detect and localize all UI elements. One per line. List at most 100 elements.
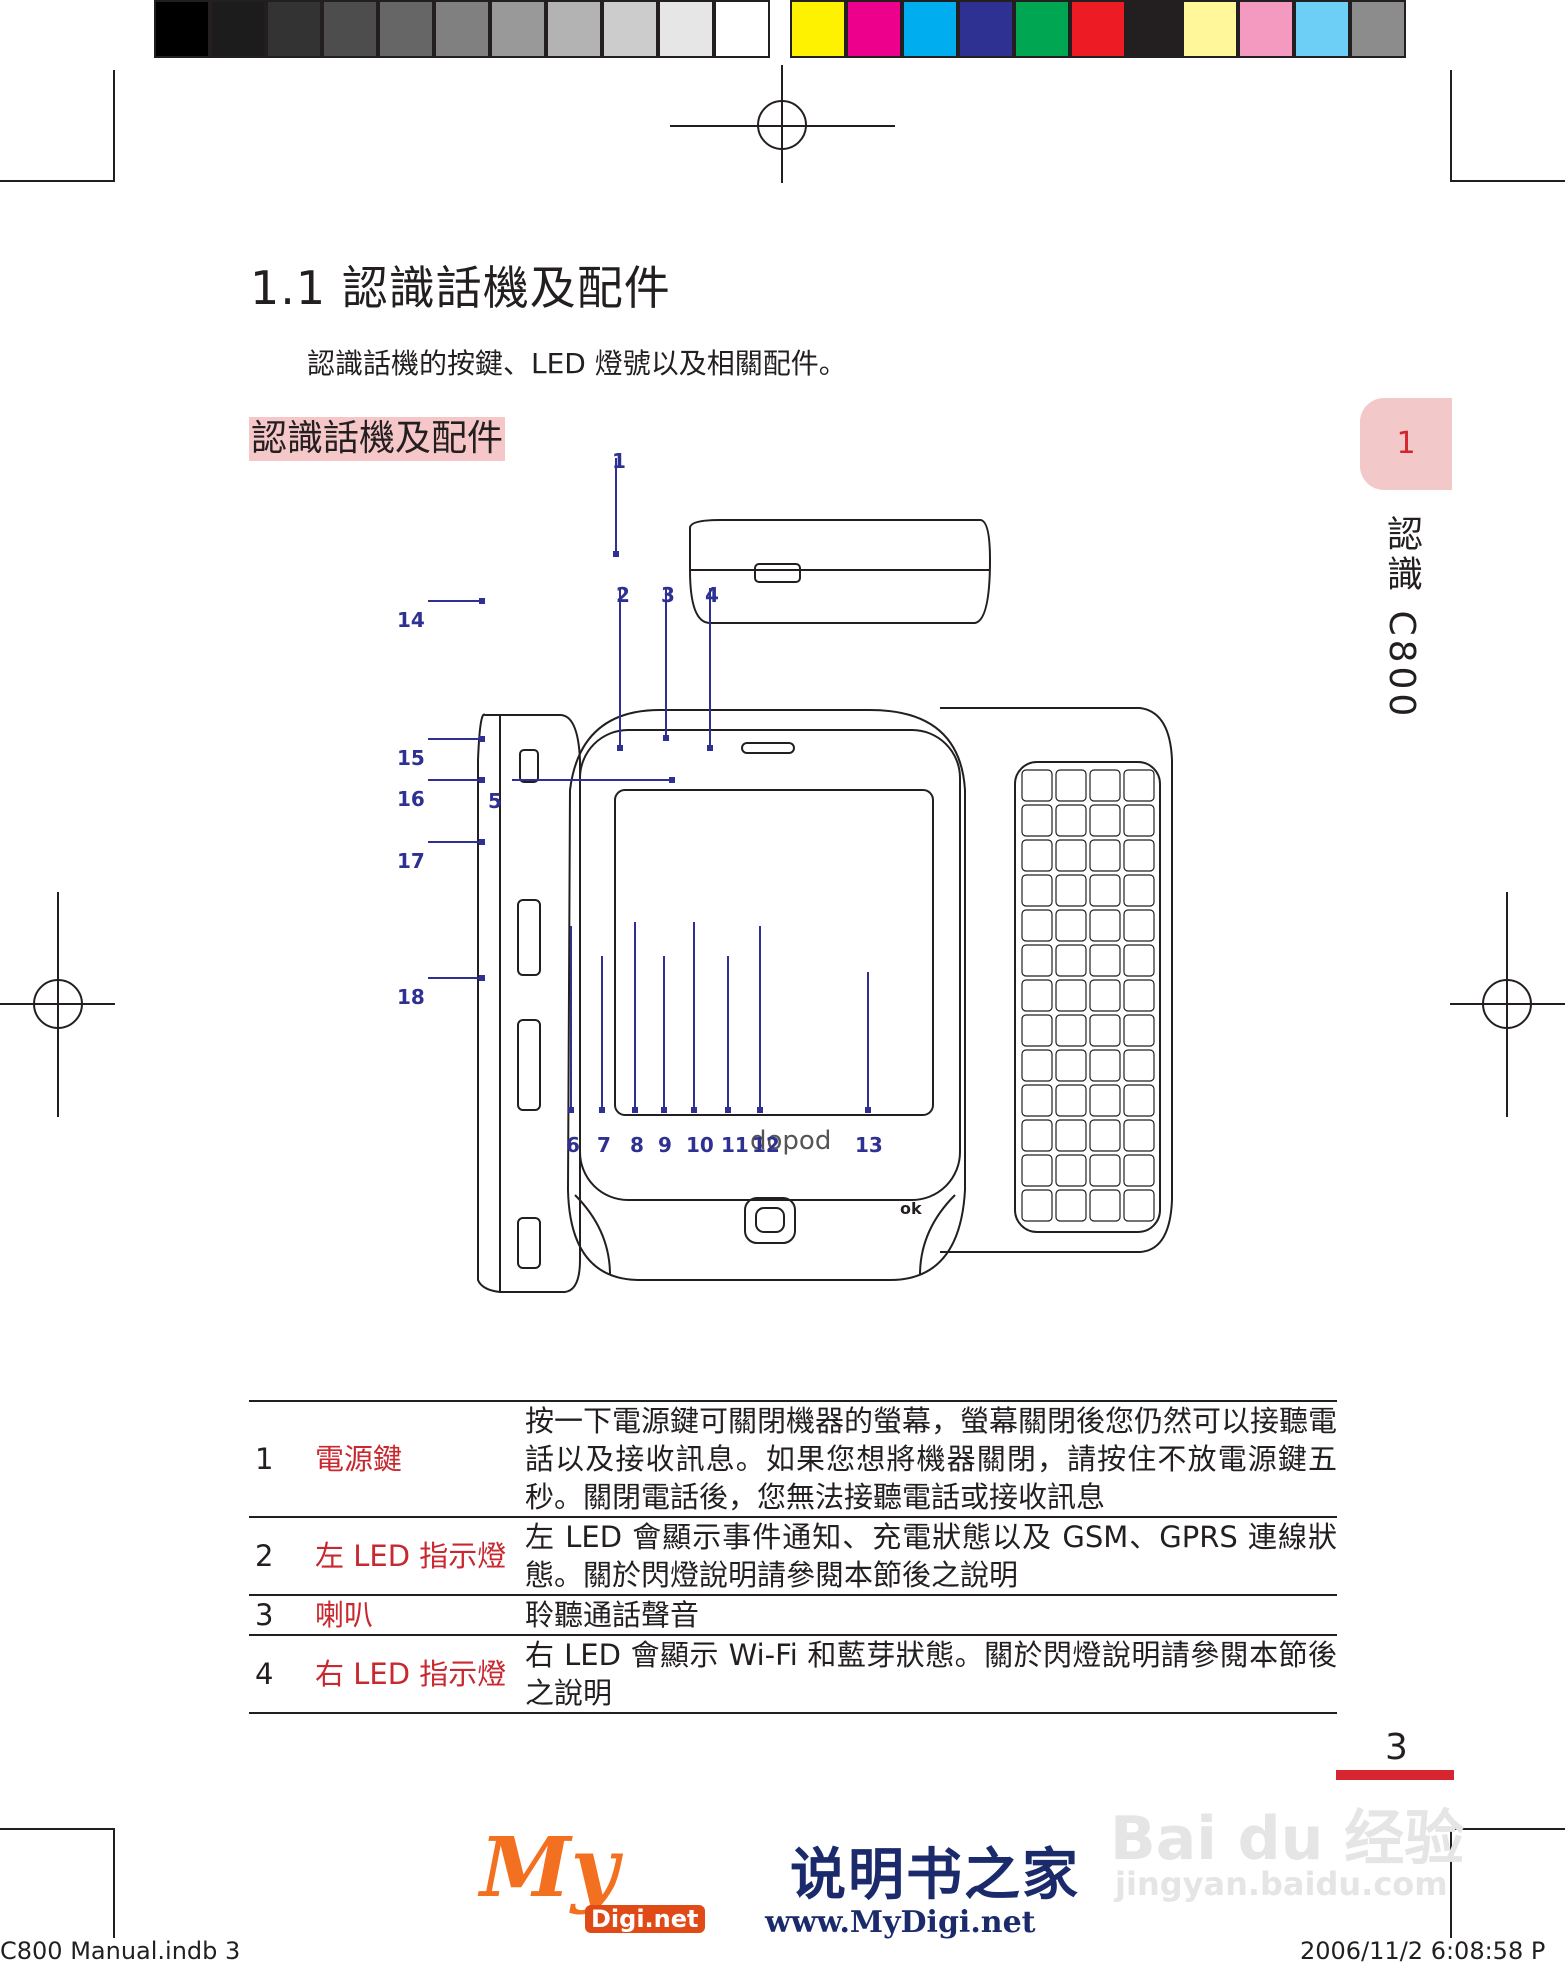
- callout-dot-7: [599, 1107, 605, 1113]
- callout-number-7: 7: [597, 1133, 611, 1157]
- keyboard: [1014, 761, 1161, 1233]
- page-title: 1.1 認識話機及配件: [250, 261, 671, 315]
- site-url: www.MyDigi.net: [765, 1905, 1036, 1940]
- callout-number-8: 8: [630, 1133, 644, 1157]
- phone-front-body: [566, 709, 966, 1281]
- callout-number-12: 12: [752, 1133, 780, 1157]
- mydigi-logo: My Digi.net: [450, 1820, 750, 1940]
- keyboard-key: [1055, 769, 1087, 802]
- row-name: 喇叭: [315, 1598, 374, 1632]
- keyboard-key: [1089, 1049, 1121, 1082]
- keyboard-keys: [1021, 769, 1155, 1222]
- side-key-volume: [517, 899, 541, 976]
- callout-dot-15: [479, 736, 485, 742]
- keyboard-key: [1089, 804, 1121, 837]
- row-name: 左 LED 指示燈: [315, 1539, 507, 1573]
- keyboard-key: [1021, 1014, 1053, 1047]
- callout-number-11: 11: [721, 1133, 749, 1157]
- brand-logo: dopod: [750, 1126, 831, 1156]
- earpiece: [741, 742, 795, 754]
- keyboard-key: [1089, 1154, 1121, 1187]
- color-swatch: [1294, 0, 1350, 58]
- keyboard-key: [1089, 979, 1121, 1012]
- color-swatch: [266, 0, 322, 58]
- color-swatch: [1350, 0, 1406, 58]
- row-number: 1: [255, 1442, 274, 1476]
- color-swatch: [378, 0, 434, 58]
- keyboard-key: [1021, 1084, 1053, 1117]
- color-swatch: [1014, 0, 1070, 58]
- keyboard-key: [1123, 1049, 1155, 1082]
- color-swatch: [490, 0, 546, 58]
- crop-mark: [113, 1828, 115, 1938]
- crop-mark: [1450, 1828, 1452, 1938]
- keyboard-key: [1123, 804, 1155, 837]
- callout-number-6: 6: [566, 1133, 580, 1157]
- keyboard-key: [1089, 1084, 1121, 1117]
- side-key-comm: [517, 1019, 541, 1111]
- callout-dot-1: [613, 551, 619, 557]
- callout-number-9: 9: [658, 1133, 672, 1157]
- row-name: 右 LED 指示燈: [315, 1657, 507, 1691]
- registration-line: [57, 892, 59, 1117]
- top-view-body: [689, 519, 992, 624]
- keyboard-key: [1021, 1189, 1053, 1222]
- color-swatch: [846, 0, 902, 58]
- keyboard-key: [1055, 874, 1087, 907]
- color-swatch: [1070, 0, 1126, 58]
- callout-dot-11: [725, 1107, 731, 1113]
- keyboard-key: [1021, 769, 1053, 802]
- section-subheading: 認識話機及配件: [249, 417, 506, 461]
- callout-number-18: 18: [397, 985, 425, 1009]
- callout-number-1: 1: [612, 449, 626, 473]
- keyboard-key: [1123, 1154, 1155, 1187]
- keyboard-key: [1021, 874, 1053, 907]
- crop-mark: [1450, 70, 1452, 182]
- keyboard-key: [1055, 1084, 1087, 1117]
- color-swatch: [210, 0, 266, 58]
- keyboard-key: [1089, 909, 1121, 942]
- color-swatch: [658, 0, 714, 58]
- intro-text: 認識話機的按鍵、LED 燈號以及相關配件。: [307, 347, 847, 380]
- callout-dot-12: [757, 1107, 763, 1113]
- callout-dot-9: [661, 1107, 667, 1113]
- keyboard-key: [1123, 1189, 1155, 1222]
- row-description: 右 LED 會顯示 Wi-Fi 和藍芽狀態。關於閃燈說明請參閱本節後之說明: [525, 1638, 1337, 1710]
- callout-dot-2: [617, 745, 623, 751]
- callout-dot-5: [669, 777, 675, 783]
- keyboard-key: [1055, 1154, 1087, 1187]
- keyboard-key: [1089, 874, 1121, 907]
- table-row: 4 右 LED 指示燈右 LED 會顯示 Wi-Fi 和藍芽狀態。關於閃燈說明請參…: [249, 1635, 1337, 1713]
- color-swatch: [1126, 0, 1182, 58]
- ok-key-label: ok: [900, 1199, 922, 1218]
- row-number: 4: [255, 1657, 274, 1691]
- keyboard-key: [1089, 839, 1121, 872]
- site-name: 说明书之家: [790, 1843, 1080, 1908]
- callout-number-2: 2: [616, 583, 630, 607]
- keyboard-key: [1021, 804, 1053, 837]
- keyboard-key: [1055, 909, 1087, 942]
- page-number-bar: [1336, 1770, 1454, 1780]
- callout-dot-13: [865, 1107, 871, 1113]
- baidu-url-watermark: jingyan.baidu.com: [1115, 1865, 1448, 1903]
- keyboard-key: [1021, 979, 1053, 1012]
- keyboard-key: [1055, 804, 1087, 837]
- baidu-watermark: Bai du 经验: [1110, 1804, 1465, 1874]
- screen: [614, 789, 934, 1116]
- callout-dot-17: [479, 839, 485, 845]
- screen-bezel: [579, 729, 961, 1201]
- color-swatch: [546, 0, 602, 58]
- callout-dot-4: [707, 745, 713, 751]
- color-swatch: [322, 0, 378, 58]
- keyboard-key: [1021, 1154, 1053, 1187]
- keyboard-key: [1021, 909, 1053, 942]
- keyboard-slide: [940, 707, 1173, 1253]
- keyboard-key: [1055, 1049, 1087, 1082]
- color-swatch: [958, 0, 1014, 58]
- row-description: 聆聽通話聲音: [525, 1598, 700, 1632]
- my-logo-text: My: [480, 1820, 619, 1916]
- registration-line: [781, 65, 783, 183]
